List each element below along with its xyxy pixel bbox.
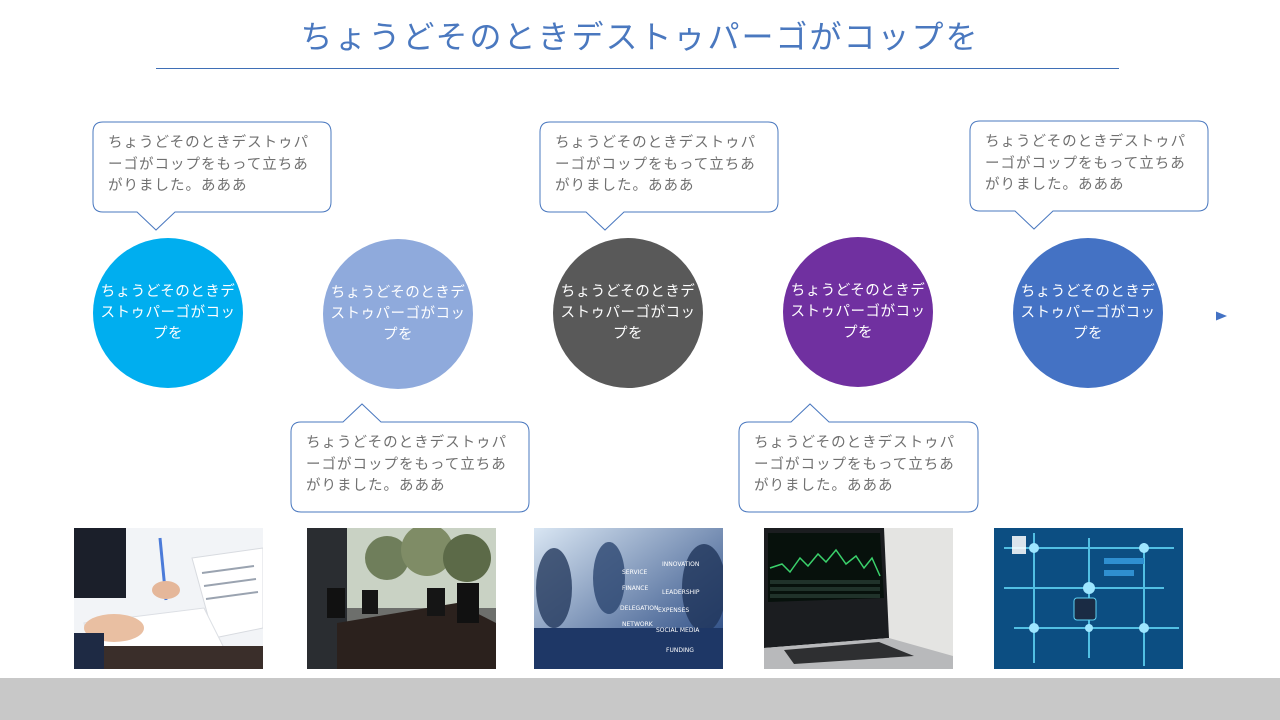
timeline-arrowhead <box>1216 311 1227 321</box>
title-underline <box>156 68 1119 69</box>
timeline-step-2: ちょうどそのときデストゥパーゴがコップを <box>323 239 473 389</box>
photo-documents <box>74 528 263 669</box>
business-tag: FINANCE <box>622 585 648 592</box>
business-tag: INNOVATION <box>662 561 699 568</box>
timeline-step-3: ちょうどそのときデストゥパーゴがコップを <box>553 238 703 388</box>
page-title: ちょうどそのときデストゥパーゴがコップを <box>300 18 980 56</box>
photo-business-concept: INNOVATION SERVICE FINANCE LEADERSHIP DELEGA… <box>534 528 723 669</box>
callout-text-5: ちょうどそのときデストゥパーゴがコップをもって立ちあがりました。あああ <box>985 134 1187 193</box>
timeline-step-1: ちょうどそのときデストゥパーゴがコップを <box>93 238 243 388</box>
business-tag: SOCIAL MEDIA <box>656 627 700 634</box>
photo-laptop-chart <box>764 528 953 669</box>
step-label: ちょうどそのときデストゥパーゴがコップを <box>560 283 696 342</box>
step-label: ちょうどそのときデストゥパーゴがコップを <box>100 283 236 342</box>
step-label: ちょうどそのときデストゥパーゴがコップを <box>330 284 466 343</box>
business-tags: INNOVATION SERVICE FINANCE LEADERSHIP DELEGA… <box>620 561 700 654</box>
business-tag: LEADERSHIP <box>662 589 700 596</box>
business-tag: DELEGATION <box>620 605 658 612</box>
step-label: ちょうどそのときデストゥパーゴがコップを <box>1020 283 1156 342</box>
business-tag: FUNDING <box>666 647 694 654</box>
photo-meeting-room <box>307 528 496 669</box>
callout-text-3: ちょうどそのときデストゥパーゴがコップをもって立ちあがりました。あああ <box>555 135 757 194</box>
business-tag: EXPENSES <box>658 607 689 614</box>
callout-text-4: ちょうどそのときデストゥパーゴがコップをもって立ちあがりました。あああ <box>754 435 956 494</box>
business-tag: NETWORK <box>622 621 654 628</box>
callout-text-2: ちょうどそのときデストゥパーゴがコップをもって立ちあがりました。あああ <box>306 435 508 494</box>
step-label: ちょうどそのときデストゥパーゴがコップを <box>790 282 926 341</box>
timeline-step-4: ちょうどそのときデストゥパーゴがコップを <box>783 237 933 387</box>
photo-tech-network <box>994 528 1183 669</box>
business-tag: SERVICE <box>622 569 648 576</box>
callout-text-1: ちょうどそのときデストゥパーゴがコップをもって立ちあがりました。あああ <box>108 135 310 194</box>
footer-bar <box>0 678 1280 720</box>
timeline-step-5: ちょうどそのときデストゥパーゴがコップを <box>1013 238 1163 388</box>
